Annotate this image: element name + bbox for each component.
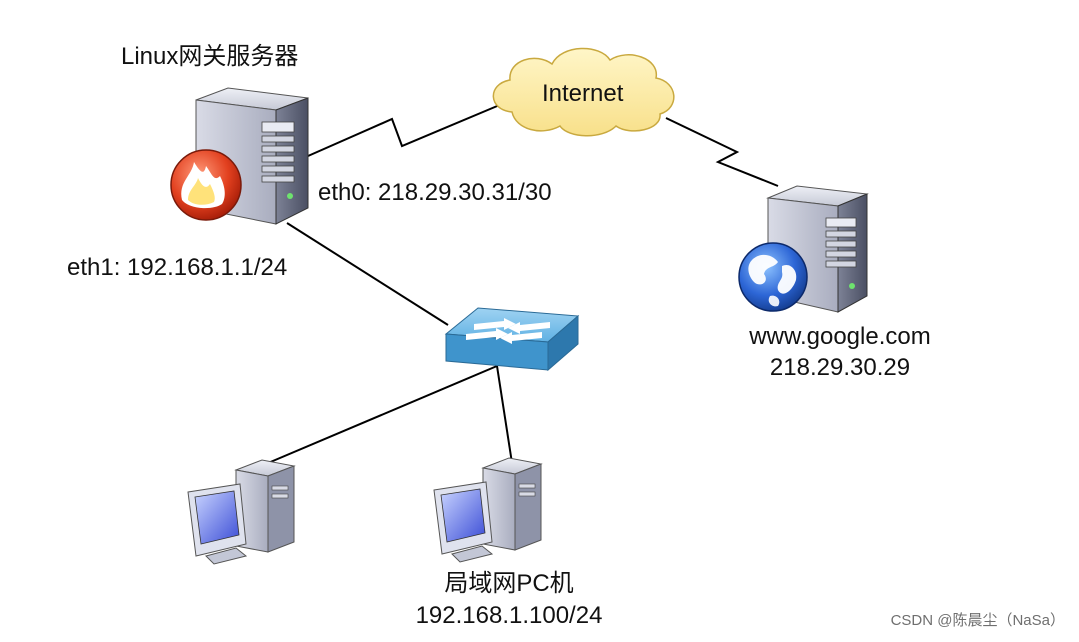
lan-title: 局域网PC机 xyxy=(444,570,574,597)
google-host-label: www.google.com xyxy=(749,323,931,350)
cloud-icon xyxy=(492,47,675,137)
web-server-icon xyxy=(738,185,869,313)
wan-link xyxy=(307,103,503,157)
google-ip-label: 218.29.30.29 xyxy=(769,354,911,381)
pc-icon xyxy=(433,457,543,563)
internet-label: Internet xyxy=(542,80,624,107)
lan-ip-label: 192.168.1.100/24 xyxy=(415,602,603,629)
switch-icon xyxy=(444,307,580,372)
pc-icon xyxy=(187,459,296,565)
gateway-title: Linux网关服务器 xyxy=(121,43,299,70)
gateway-to-switch-link xyxy=(286,222,449,326)
watermark: CSDN @陈晨尘（NaSa） xyxy=(890,612,1065,629)
internet-to-google-link xyxy=(665,117,779,187)
firewall-server-icon xyxy=(170,87,309,225)
eth1-label: eth1: 192.168.1.1/24 xyxy=(67,254,288,281)
eth0-label: eth0: 218.29.30.31/30 xyxy=(318,179,552,206)
switch-to-pc1-link xyxy=(260,365,498,467)
switch-to-pc2-link xyxy=(496,365,513,464)
